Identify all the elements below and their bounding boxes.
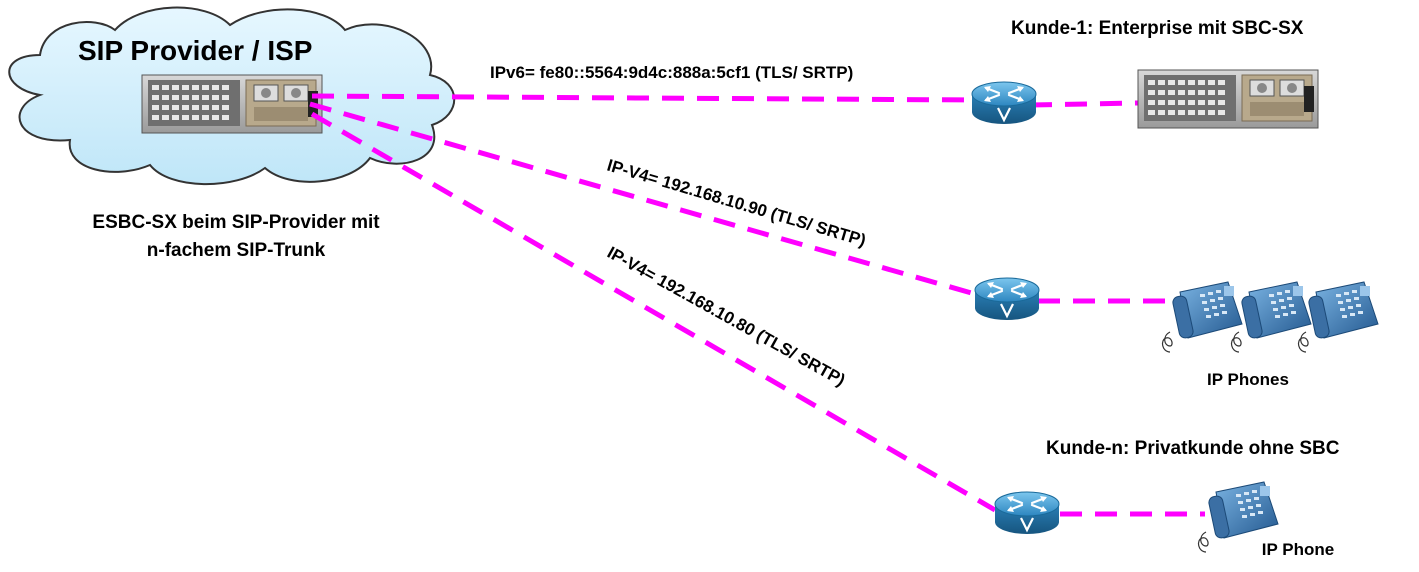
link-label-ipv4-80: IP-V4= 192.168.10.80 (TLS/ SRTP): [604, 243, 848, 390]
ip-phone-1-icon: [1161, 281, 1243, 353]
link-ipv4-90: [309, 101, 976, 297]
link-label-ipv4-90: IP-V4= 192.168.10.90 (TLS/ SRTP): [605, 156, 868, 251]
provider-caption-line1: ESBC-SX beim SIP-Provider mit: [92, 212, 380, 233]
ip-phones-label: IP Phones: [1207, 370, 1289, 389]
cloud-title: SIP Provider / ISP: [78, 35, 312, 66]
kunde1-title: Kunde-1: Enterprise mit SBC-SX: [1011, 18, 1304, 39]
kunden-title: Kunde-n: Privatkunde ohne SBC: [1046, 438, 1340, 459]
link-label-ipv6: IPv6= fe80::5564:9d4c:888a:5cf1 (TLS/ SR…: [490, 63, 853, 82]
ip-phone-label: IP Phone: [1262, 540, 1334, 559]
links: [309, 93, 1205, 517]
link-kunde1-sbc: [1029, 100, 1139, 108]
router-kunden: [993, 490, 1061, 536]
provider-caption-line2: n-fachem SIP-Trunk: [147, 240, 326, 261]
link-ipv4-80: [310, 111, 997, 513]
link-ipv6: [311, 93, 976, 103]
router-phones: [973, 276, 1041, 322]
kunde1-sbc-device: [1137, 69, 1319, 129]
router-kunde1: [970, 80, 1038, 126]
provider-sbc-device: [141, 74, 323, 134]
ip-phone-3-icon: [1297, 281, 1379, 353]
